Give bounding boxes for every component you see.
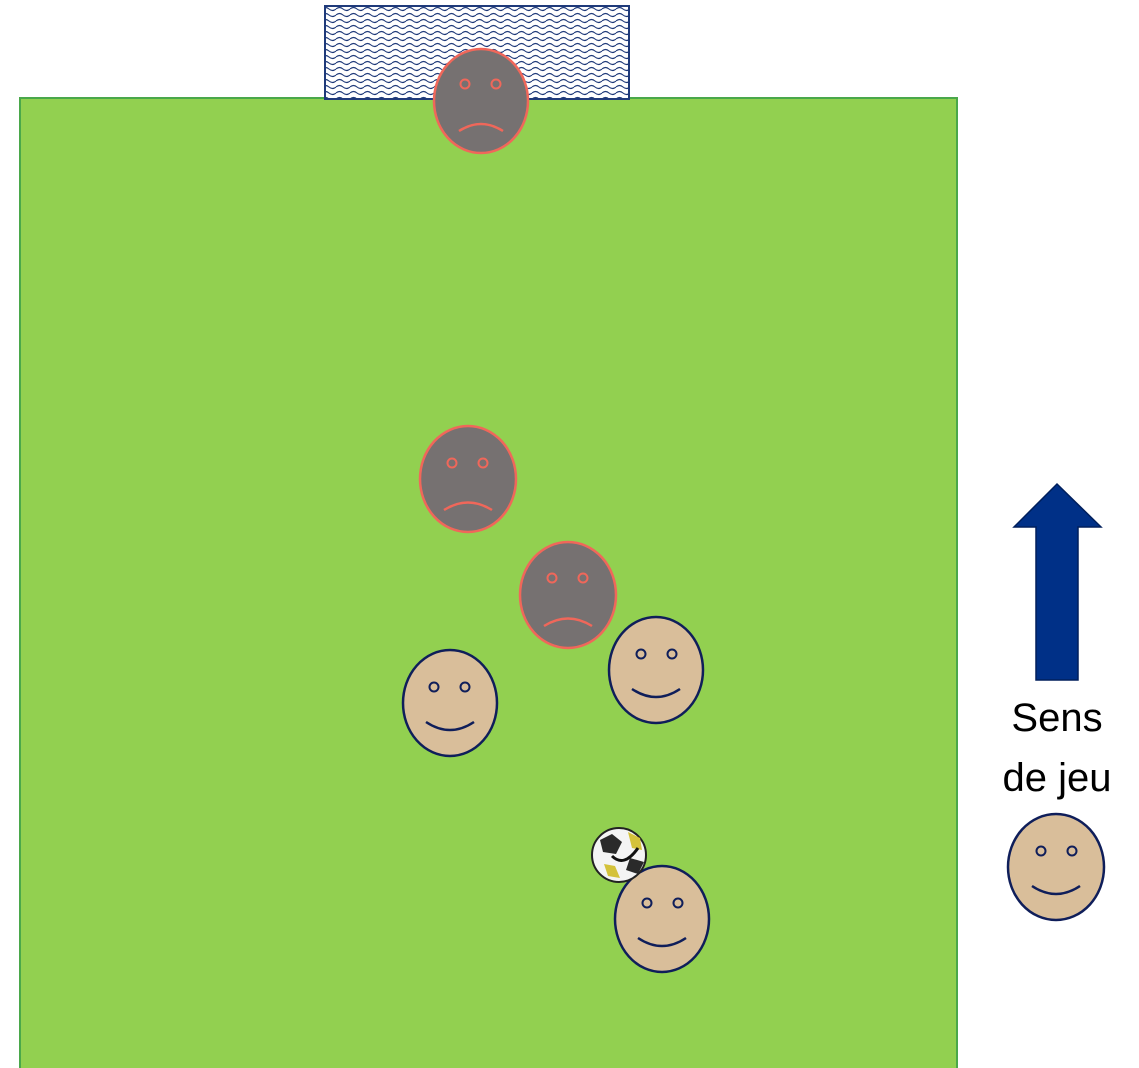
pitch-area [20, 98, 957, 1068]
opponent-midfielder [520, 542, 616, 648]
teammate-left [403, 650, 497, 756]
direction-label-line2: de jeu [985, 754, 1129, 802]
teammate-ball-carrier [615, 866, 709, 972]
up-arrow-icon [1014, 484, 1101, 680]
direction-label-line1: Sens [990, 694, 1124, 742]
legend-teammate-icon [1008, 814, 1104, 920]
opponent-goalkeeper [434, 49, 528, 153]
soccer-ball-icon [592, 828, 646, 882]
teammate-right [609, 617, 703, 723]
opponent-defender [420, 426, 516, 532]
